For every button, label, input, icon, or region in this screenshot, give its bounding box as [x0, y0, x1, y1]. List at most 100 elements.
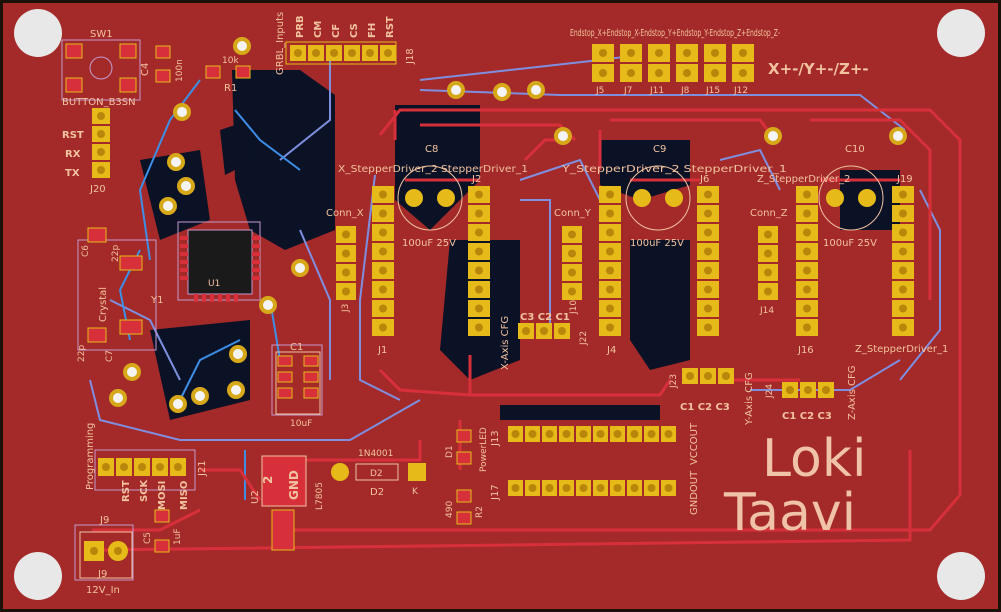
u2-ref: U2	[250, 490, 261, 504]
header-pad-drill	[606, 304, 614, 313]
header-pad-drill	[822, 386, 830, 394]
pin-sck: SCK	[139, 478, 150, 502]
header-pad-drill	[568, 230, 576, 239]
header-pad-drill	[803, 304, 811, 313]
diode-value: 1N4001	[358, 449, 393, 459]
c4-ref: C4	[140, 63, 151, 76]
vccout-label: VCCOUT	[689, 422, 700, 465]
header-pad-drill	[475, 266, 483, 275]
header-pad-drill	[540, 327, 548, 335]
power-led: D1 PowerLED 490 R2	[445, 427, 489, 525]
header-pad-drill	[803, 247, 811, 256]
c9-ref: C9	[653, 144, 666, 155]
grbl-inputs-label: GRBL_Inputs	[275, 12, 286, 75]
pin-cm: CM	[313, 21, 324, 38]
header-pad-drill	[899, 266, 907, 275]
header-pad-drill	[558, 327, 566, 335]
z-stepper-driver: Z_StepperDriver_2 C10 100uF 25V Conn_Z J…	[750, 144, 948, 422]
j15-ref: J15	[705, 86, 720, 96]
endstops-label: Endstop_X+Endstop_X-Endstop_Y+Endstop_Y-…	[570, 28, 780, 39]
pin-cf: CF	[331, 24, 342, 38]
c7-ref: C7	[105, 350, 115, 362]
header-pad-drill	[528, 484, 537, 492]
pin-rx: RX	[65, 149, 81, 160]
programming-label: Programming	[85, 423, 96, 490]
header-pad-drill	[475, 323, 483, 332]
c8-value: 100uF 25V	[402, 238, 456, 249]
header-pad-drill	[528, 430, 537, 438]
y-stepper-driver: Y_StepperDriver_2 StepperDriver_1 C9 100…	[554, 144, 787, 426]
header-pad-drill	[803, 228, 811, 237]
header-pad-drill	[568, 287, 576, 296]
pin-rst-serial: RST	[62, 130, 84, 141]
c-bulk-value: 10uF	[290, 419, 312, 429]
c1-ref: C1	[290, 342, 303, 353]
j22-ref: J22	[579, 331, 589, 346]
header-pad-drill	[804, 386, 812, 394]
mounting-holes	[14, 9, 985, 600]
header-pad-drill	[379, 209, 387, 218]
header-pad-drill	[786, 386, 794, 394]
header-pad-drill	[722, 372, 730, 380]
r1-value: 10k	[222, 56, 239, 66]
c5-ref: C5	[143, 532, 153, 544]
header-pad-drill	[562, 430, 571, 438]
header-pad-drill	[899, 190, 907, 199]
header-pad-drill	[562, 484, 571, 492]
c10-capacitor	[818, 165, 884, 231]
z-driver-1-label: Z_StepperDriver_1	[855, 344, 948, 355]
mount-hole-tr	[937, 9, 985, 57]
header-pad-drill	[475, 228, 483, 237]
header-pad-drill	[379, 266, 387, 275]
j18-ref: J18	[405, 48, 416, 65]
header-pad-drill	[475, 209, 483, 218]
header-pad-drill	[899, 247, 907, 256]
j24-ref: J24	[765, 384, 775, 399]
u2-tab-gnd: GND	[287, 470, 301, 500]
header-pad-drill	[379, 247, 387, 256]
button-value: BUTTON_B3SN	[62, 97, 136, 108]
header-pad-drill	[606, 209, 614, 218]
header-pad-drill	[899, 323, 907, 332]
header-pad-drill	[704, 190, 712, 199]
pin-mosi: MOSI	[157, 481, 168, 510]
header-pad-drill	[764, 249, 772, 258]
j3-ref: J3	[341, 304, 351, 313]
header-pad-drill	[664, 430, 673, 438]
header-pad-drill	[613, 430, 622, 438]
header-pad-drill	[704, 266, 712, 275]
pin-tx: TX	[65, 168, 80, 179]
header-pad-drill	[704, 304, 712, 313]
header-pad-drill	[579, 430, 588, 438]
x-stepper-driver: X_StepperDriver_2 StepperDriver_1 C8 100…	[326, 144, 570, 370]
pin-cs: CS	[349, 23, 360, 38]
j6-ref: J6	[699, 174, 709, 185]
header-pad-drill	[803, 323, 811, 332]
header-pad-drill	[704, 228, 712, 237]
d2-diode: 1N4001 D2 D2 K	[331, 449, 426, 498]
j4-ref: J4	[606, 345, 616, 356]
j5-ref: J5	[595, 86, 604, 96]
gndout-label: GNDOUT	[689, 470, 700, 515]
header-pad-drill	[630, 430, 639, 438]
pin-header-pads	[336, 186, 914, 496]
header-pad-drill	[899, 285, 907, 294]
y-driver-label: Y_StepperDriver_2 StepperDriver_1	[561, 164, 787, 175]
c8-capacitor	[397, 165, 463, 231]
j1-ref: J1	[377, 345, 387, 356]
y1-ref: Y1	[150, 295, 163, 306]
header-pad-drill	[764, 230, 772, 239]
diode-cathode: K	[412, 487, 419, 497]
header-pad-drill	[899, 304, 907, 313]
header-pad-drill	[606, 190, 614, 199]
u1-microcontroller: U1	[180, 229, 260, 302]
conn-y-label: Conn_Y	[554, 208, 592, 219]
header-pad-drill	[379, 190, 387, 199]
front-copper-traces	[92, 108, 962, 552]
header-pad-drill	[764, 287, 772, 296]
j18-grbl-header: GRBL_Inputs PRB CM CF CS FH RST J18	[275, 12, 416, 75]
header-pad-drill	[579, 484, 588, 492]
j21-ref: J21	[197, 460, 208, 477]
header-pad-drill	[704, 209, 712, 218]
